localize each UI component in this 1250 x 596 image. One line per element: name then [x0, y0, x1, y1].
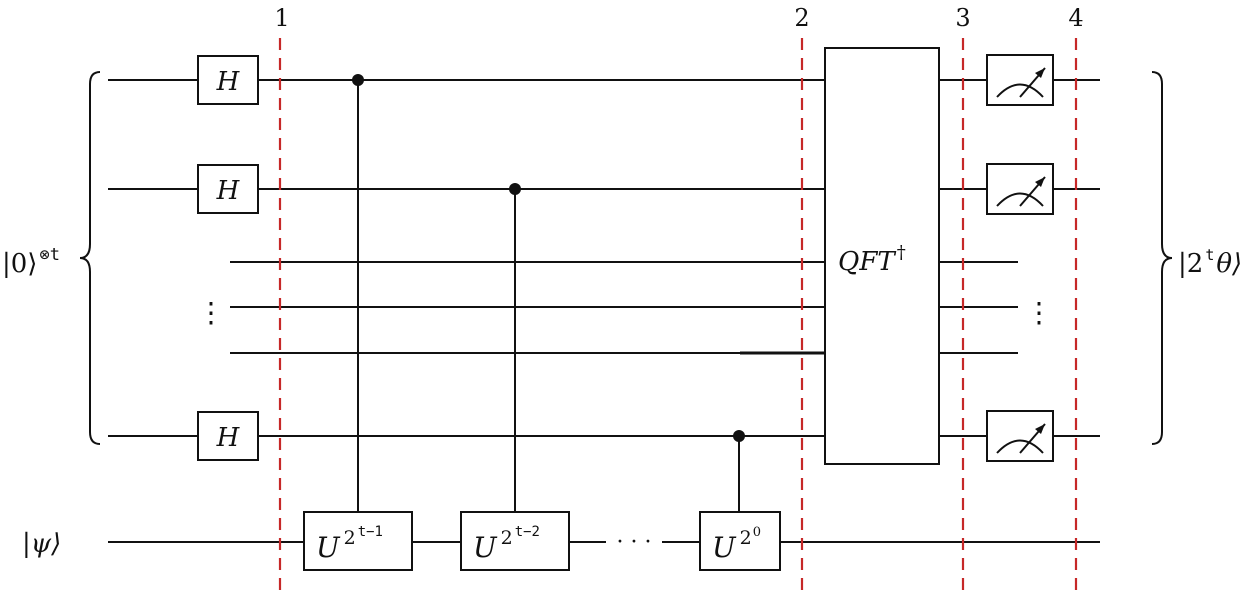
- meter-2: [986, 163, 1054, 215]
- register-ket: |0⟩: [2, 249, 37, 279]
- u-gate-2-exp: 2: [501, 527, 513, 549]
- right-brace: [1151, 71, 1173, 445]
- u-gate-3-exp-sup: 0: [753, 525, 761, 540]
- register-vertical-dots-right: ⋮: [1025, 296, 1053, 329]
- meter-t: [986, 410, 1054, 462]
- meter-1-arrowhead: [1035, 68, 1045, 78]
- barriers: 1 2 3 4: [274, 4, 1084, 590]
- qft-dagger-label: QFT†: [838, 242, 906, 277]
- u-gate-2-exp-sup: t−2: [515, 524, 540, 540]
- qft-dagger: †: [897, 242, 906, 263]
- u-gate-1: [303, 511, 413, 571]
- hadamard-label-1: H: [216, 67, 241, 97]
- qft-dagger-gate: [824, 47, 940, 465]
- hadamard-gate-2: [197, 164, 259, 214]
- u-gate-3-exp: 2: [740, 527, 752, 549]
- u-gate-2: [460, 511, 570, 571]
- output-sup: t: [1205, 246, 1214, 264]
- wires: [108, 79, 1100, 543]
- output-close: θ⟩: [1216, 249, 1242, 279]
- u-gate-3: [699, 511, 781, 571]
- barrier-label-3: 3: [955, 4, 970, 32]
- barrier-label-2: 2: [794, 4, 809, 32]
- meter-t-arc: [996, 439, 1044, 454]
- meters: [986, 54, 1054, 462]
- meter-2-box: [986, 163, 1054, 215]
- register-ket-sup: ⊗t: [39, 245, 59, 265]
- barrier-label-4: 4: [1068, 4, 1083, 32]
- u-gate-1-exp-sup: t−1: [358, 524, 383, 540]
- controls: [352, 74, 745, 512]
- control-dot-1: [352, 74, 364, 86]
- hadamard-gate-1: [197, 55, 259, 105]
- hadamard-label-2: H: [216, 176, 241, 206]
- u-gate-2-base: U: [473, 531, 498, 564]
- meter-1-arc: [996, 83, 1044, 98]
- hadamard-gates: H H H: [197, 55, 259, 461]
- u-gate-1-base: U: [316, 531, 341, 564]
- u-gate-1-exp: 2: [344, 527, 356, 549]
- hadamard-gate-t: [197, 411, 259, 461]
- qft-base: QFT: [838, 247, 896, 277]
- target-input-label: |ψ⟩: [22, 529, 61, 559]
- target-wire-ellipsis: · · ·: [617, 530, 652, 555]
- meter-t-box: [986, 410, 1054, 462]
- output-open: |2: [1178, 249, 1203, 279]
- meter-2-arrowhead: [1035, 177, 1045, 187]
- left-brace: [79, 71, 101, 445]
- control-dot-3: [733, 430, 745, 442]
- meter-2-arc: [996, 192, 1044, 207]
- control-dot-2: [509, 183, 521, 195]
- register-vertical-dots-left: ⋮: [197, 296, 225, 329]
- meter-1: [986, 54, 1054, 106]
- meter-1-box: [986, 54, 1054, 106]
- meter-t-arrowhead: [1035, 424, 1045, 434]
- register-input-label: |0⟩⊗t: [2, 245, 60, 279]
- hadamard-label-t: H: [216, 423, 241, 453]
- u-gate-3-base: U: [712, 531, 737, 564]
- barrier-label-1: 1: [274, 4, 289, 32]
